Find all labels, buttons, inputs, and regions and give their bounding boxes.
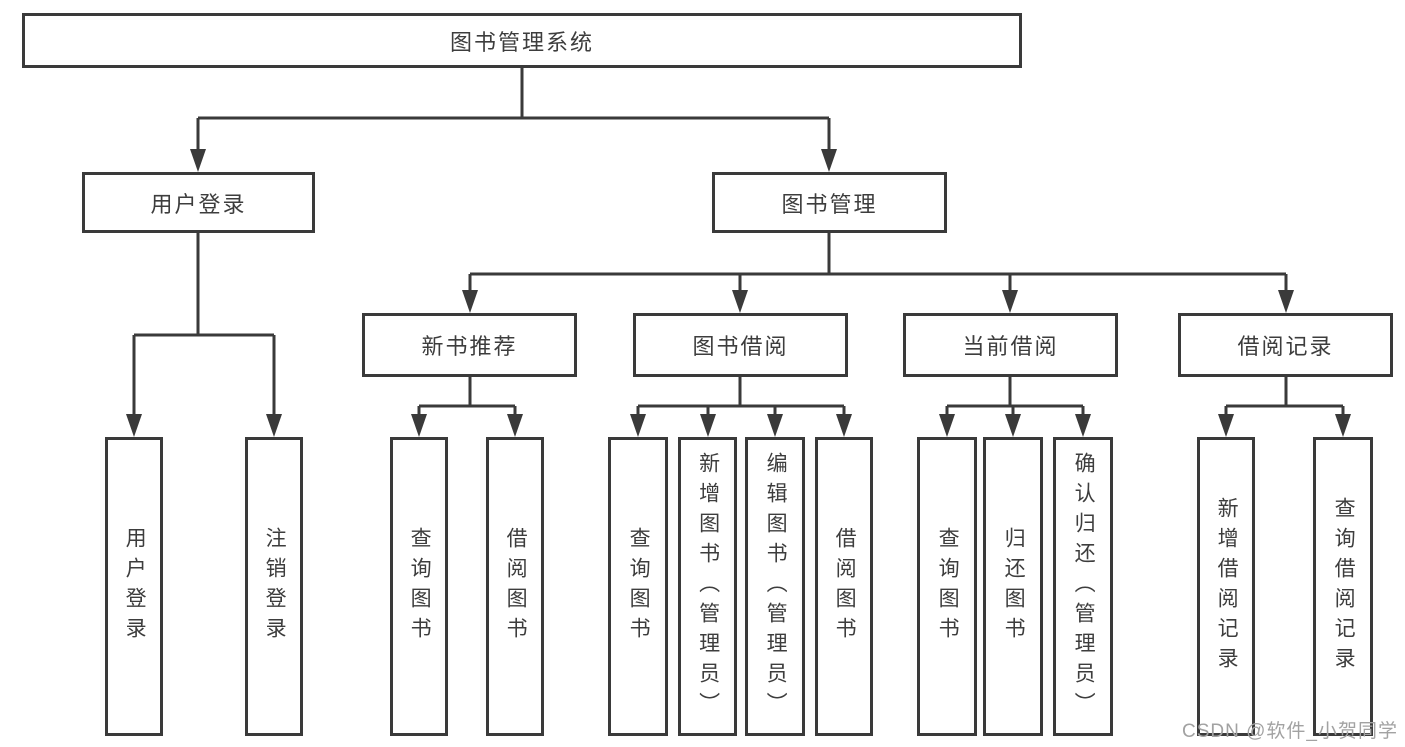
node-book-management-module: 图书管理 xyxy=(712,172,947,233)
leaf-user-login-label: 用户登录 xyxy=(123,526,147,647)
leaf-logout-label: 注销登录 xyxy=(263,526,287,647)
node-book-management-module-label: 图书管理 xyxy=(781,191,878,217)
leaf-borrow-query-books-label: 查询图书 xyxy=(627,526,651,647)
leaf-user-login: 用户登录 xyxy=(105,437,163,736)
connector-book-management-to-level3 xyxy=(462,233,1294,313)
leaf-borrow-books: 借阅图书 xyxy=(815,437,873,736)
node-user-login-module: 用户登录 xyxy=(82,172,315,233)
leaf-query-borrow-record-label: 查询借阅记录 xyxy=(1332,496,1356,677)
leaf-edit-books-admin: 编辑图书（管理员） xyxy=(745,437,805,736)
leaf-add-books-admin-label: 新增图书（管理员） xyxy=(696,451,720,722)
leaf-recommend-query-books: 查询图书 xyxy=(390,437,448,736)
leaf-logout: 注销登录 xyxy=(245,437,303,736)
leaf-recommend-borrow-books-label: 借阅图书 xyxy=(504,526,528,647)
node-book-borrow: 图书借阅 xyxy=(633,313,848,377)
leaf-borrow-query-books: 查询图书 xyxy=(608,437,668,736)
node-root-system: 图书管理系统 xyxy=(22,13,1022,68)
node-book-borrow-label: 图书借阅 xyxy=(692,334,789,359)
leaf-borrow-books-label: 借阅图书 xyxy=(833,526,857,647)
leaf-recommend-borrow-books: 借阅图书 xyxy=(486,437,544,736)
leaf-add-borrow-record-label: 新增借阅记录 xyxy=(1215,496,1239,677)
node-current-borrow: 当前借阅 xyxy=(903,313,1118,377)
leaf-add-borrow-record: 新增借阅记录 xyxy=(1197,437,1255,736)
node-current-borrow-label: 当前借阅 xyxy=(962,334,1059,359)
leaf-return-books: 归还图书 xyxy=(983,437,1043,736)
leaf-current-query-books: 查询图书 xyxy=(917,437,977,736)
node-new-book-recommend: 新书推荐 xyxy=(362,313,577,377)
node-user-login-module-label: 用户登录 xyxy=(150,191,247,217)
leaf-add-books-admin: 新增图书（管理员） xyxy=(678,437,737,736)
node-borrow-records-label: 借阅记录 xyxy=(1237,334,1334,359)
connector-root-to-level2 xyxy=(190,68,837,172)
connector-new-book-recommend-to-leaves xyxy=(411,377,523,437)
node-new-book-recommend-label: 新书推荐 xyxy=(421,334,518,359)
leaf-current-query-books-label: 查询图书 xyxy=(936,526,960,647)
node-root-system-label: 图书管理系统 xyxy=(449,29,594,55)
leaf-confirm-return-admin-label: 确认归还（管理员） xyxy=(1072,451,1096,722)
connector-user-login-to-leaves xyxy=(126,233,282,437)
leaf-return-books-label: 归还图书 xyxy=(1002,526,1026,647)
leaf-recommend-query-books-label: 查询图书 xyxy=(408,526,432,647)
connector-book-borrow-to-leaves xyxy=(630,377,852,437)
leaf-confirm-return-admin: 确认归还（管理员） xyxy=(1053,437,1113,736)
leaf-edit-books-admin-label: 编辑图书（管理员） xyxy=(764,451,788,722)
node-borrow-records: 借阅记录 xyxy=(1178,313,1393,377)
connector-current-borrow-to-leaves xyxy=(939,377,1091,437)
connector-borrow-records-to-leaves xyxy=(1218,377,1351,437)
csdn-watermark: CSDN @软件_小贺同学 xyxy=(1182,721,1398,742)
leaf-query-borrow-record: 查询借阅记录 xyxy=(1313,437,1373,736)
